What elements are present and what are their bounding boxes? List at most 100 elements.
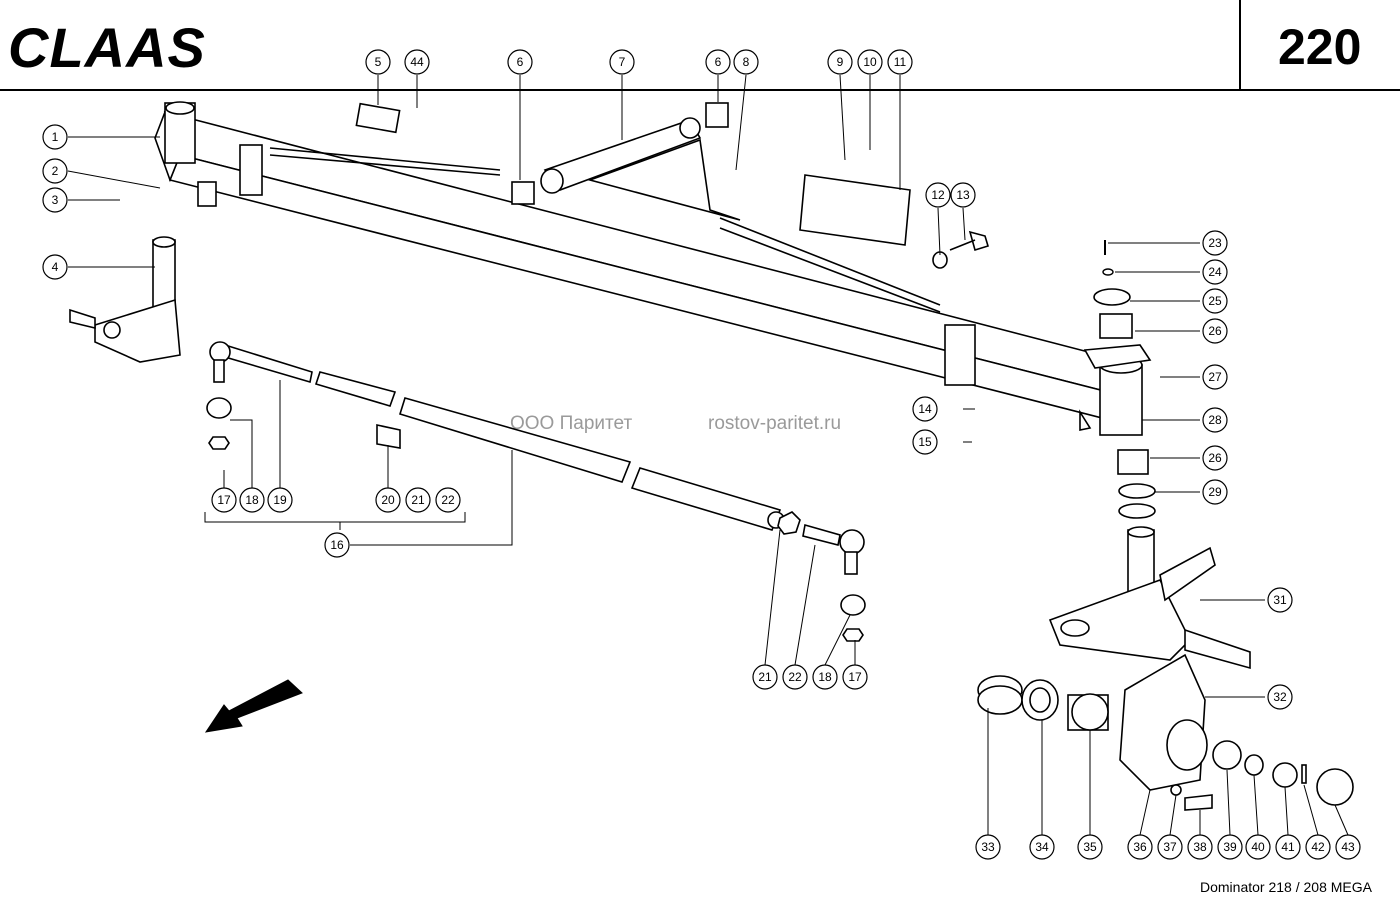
callout-6: 6 bbox=[507, 49, 533, 75]
callout-27: 27 bbox=[1202, 364, 1228, 390]
callout-4: 4 bbox=[42, 254, 68, 280]
callout-circle bbox=[1202, 318, 1228, 344]
callout-label: 4 bbox=[52, 260, 59, 274]
washer-24 bbox=[1102, 268, 1114, 276]
plate-11 bbox=[799, 174, 911, 246]
callout-circle bbox=[705, 49, 731, 75]
callout-circle bbox=[827, 49, 853, 75]
callout-circle bbox=[1202, 364, 1228, 390]
callout-label: 6 bbox=[517, 55, 524, 69]
callout-circle bbox=[782, 664, 808, 690]
shim-29-lower bbox=[1118, 503, 1156, 519]
callout-22: 22 bbox=[782, 664, 808, 690]
callout-15: 15 bbox=[912, 429, 938, 455]
callout-23: 23 bbox=[1202, 230, 1228, 256]
callout-label: 25 bbox=[1208, 294, 1222, 308]
callout-circle bbox=[752, 664, 778, 690]
callout-circle bbox=[1267, 684, 1293, 710]
callout-label: 42 bbox=[1311, 840, 1325, 854]
model-caption: Dominator 218 / 208 MEGA bbox=[1200, 879, 1373, 895]
callout-circle bbox=[1267, 587, 1293, 613]
watermark-company: ООО Паритет bbox=[510, 413, 632, 434]
left-king-pin-housing bbox=[164, 101, 217, 207]
callout-circle bbox=[1275, 834, 1301, 860]
callout-label: 40 bbox=[1251, 840, 1265, 854]
callout-label: 44 bbox=[410, 55, 424, 69]
callout-circle bbox=[842, 664, 868, 690]
callout-circle bbox=[1217, 834, 1243, 860]
callout-label: 1 bbox=[52, 130, 59, 144]
callout-label: 31 bbox=[1273, 593, 1287, 607]
callout-circle bbox=[405, 487, 431, 513]
callout-9: 9 bbox=[827, 49, 853, 75]
callout-circle bbox=[1029, 834, 1055, 860]
direction-arrow bbox=[204, 679, 303, 733]
leader-lines bbox=[67, 74, 1349, 836]
callout-label: 14 bbox=[918, 402, 932, 416]
callout-label: 13 bbox=[956, 188, 970, 202]
callout-circle bbox=[1202, 445, 1228, 471]
callout-26: 26 bbox=[1202, 445, 1228, 471]
header-frame bbox=[0, 0, 1400, 91]
callout-25: 25 bbox=[1202, 288, 1228, 314]
plate-5 bbox=[355, 102, 401, 134]
callout-1: 1 bbox=[42, 124, 68, 150]
callout-32: 32 bbox=[1267, 684, 1293, 710]
callout-label: 5 bbox=[375, 55, 382, 69]
callout-label: 8 bbox=[743, 55, 750, 69]
callout-circle bbox=[1202, 479, 1228, 505]
callout-label: 22 bbox=[788, 670, 802, 684]
callout-26: 26 bbox=[1202, 318, 1228, 344]
callout-label: 32 bbox=[1273, 690, 1287, 704]
callout-label: 21 bbox=[411, 493, 425, 507]
callout-circle bbox=[1187, 834, 1213, 860]
callout-3: 3 bbox=[42, 187, 68, 213]
callout-7: 7 bbox=[609, 49, 635, 75]
callout-label: 19 bbox=[273, 493, 287, 507]
callout-circle bbox=[1127, 834, 1153, 860]
callout-circle bbox=[1157, 834, 1183, 860]
callout-circle bbox=[1202, 230, 1228, 256]
callout-label: 18 bbox=[818, 670, 832, 684]
callout-label: 35 bbox=[1083, 840, 1097, 854]
callout-13: 13 bbox=[950, 182, 976, 208]
callout-11: 11 bbox=[887, 49, 913, 75]
bush-6-right bbox=[705, 102, 729, 128]
watermark-site: rostov-paritet.ru bbox=[708, 413, 841, 434]
tie-rod-end-right bbox=[777, 511, 865, 575]
callout-41: 41 bbox=[1275, 834, 1301, 860]
callout-circle bbox=[1077, 834, 1103, 860]
callout-circle bbox=[1335, 834, 1361, 860]
callout-circle bbox=[1202, 259, 1228, 285]
callout-24: 24 bbox=[1202, 259, 1228, 285]
callout-circle bbox=[975, 834, 1001, 860]
callout-40: 40 bbox=[1245, 834, 1271, 860]
callout-circle bbox=[925, 182, 951, 208]
callout-14: 14 bbox=[912, 396, 938, 422]
callout-34: 34 bbox=[1029, 834, 1055, 860]
axle-beam bbox=[154, 109, 1122, 431]
callout-label: 6 bbox=[715, 55, 722, 69]
callout-circle bbox=[912, 429, 938, 455]
callout-12: 12 bbox=[925, 182, 951, 208]
callout-19: 19 bbox=[267, 487, 293, 513]
callout-label: 11 bbox=[894, 55, 907, 69]
callout-label: 37 bbox=[1163, 840, 1177, 854]
callout-circle bbox=[507, 49, 533, 75]
callout-label: 17 bbox=[217, 493, 231, 507]
bush-26-lower bbox=[1117, 449, 1149, 475]
callout-circle bbox=[324, 532, 350, 558]
callout-circle bbox=[365, 49, 391, 75]
callout-20: 20 bbox=[375, 487, 401, 513]
callout-label: 27 bbox=[1208, 370, 1222, 384]
shim-29-upper bbox=[1118, 483, 1156, 499]
callout-label: 33 bbox=[981, 840, 995, 854]
callout-label: 26 bbox=[1208, 324, 1222, 338]
callout-39: 39 bbox=[1217, 834, 1243, 860]
bush-6-left bbox=[511, 181, 535, 205]
callout-21: 21 bbox=[405, 487, 431, 513]
left-steering-knuckle bbox=[69, 236, 181, 363]
